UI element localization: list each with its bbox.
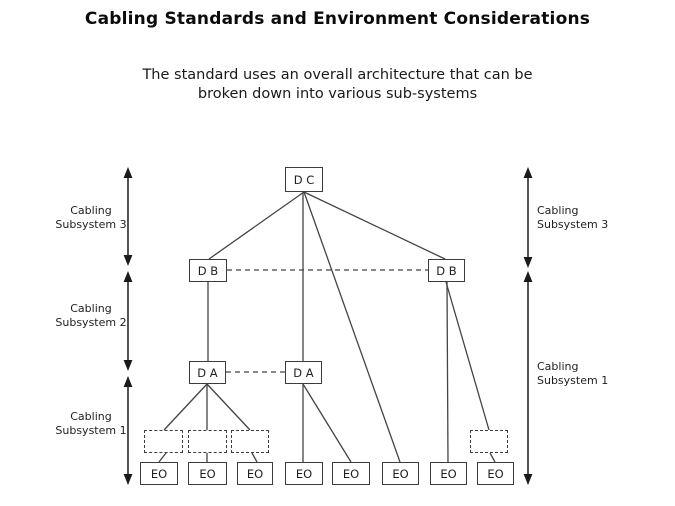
label-cabling-subsystem2-left: Cabling Subsystem 2 (44, 302, 138, 330)
link-daleft-dashed1 (163, 383, 208, 431)
dashed-box-2 (188, 430, 227, 453)
label-line: Subsystem 1 (537, 374, 609, 387)
label-line: Subsystem 3 (537, 218, 609, 231)
node-da-right: D A (285, 361, 322, 384)
node-eo-3: EO (237, 462, 273, 485)
node-dc: D C (285, 167, 323, 192)
link-daleft-dashed3 (206, 383, 251, 431)
link-dc-db-left (208, 191, 305, 260)
dashed-box-1 (144, 430, 183, 453)
dashed-box-4 (470, 430, 508, 453)
subsystem3-arrow-left (123, 167, 133, 266)
subsystem1-arrow-right (523, 271, 533, 485)
node-eo-8: EO (477, 462, 514, 485)
connector-lines (158, 191, 496, 463)
label-cabling-subsystem3-right: Cabling Subsystem 3 (537, 204, 637, 232)
label-line: Subsystem 2 (55, 316, 127, 329)
label-cabling-subsystem1-left: Cabling Subsystem 1 (44, 410, 138, 438)
subsystem3-arrow-right (523, 167, 533, 268)
label-line: Cabling (70, 410, 112, 423)
node-db-left: D B (189, 259, 227, 282)
node-eo-5: EO (332, 462, 370, 485)
link-dc-eo6 (303, 191, 401, 463)
node-eo-1: EO (140, 462, 178, 485)
link-dc-db-right (303, 191, 446, 260)
node-db-right: D B (428, 259, 465, 282)
subsystem1-arrow-left (123, 376, 133, 485)
subtitle-line-2: broken down into various sub-systems (197, 86, 478, 102)
node-eo-6: EO (382, 462, 419, 485)
page-title: Cabling Standards and Environment Consid… (84, 9, 591, 29)
link-dashed1-eo1 (158, 452, 167, 463)
label-line: Cabling (537, 360, 579, 373)
label-cabling-subsystem3-left: Cabling Subsystem 3 (44, 204, 138, 232)
label-line: Cabling (70, 204, 112, 217)
label-cabling-subsystem1-right: Cabling Subsystem 1 (537, 360, 637, 388)
label-line: Cabling (537, 204, 579, 217)
page-subtitle: The standard uses an overall architectur… (0, 66, 675, 104)
node-eo-7: EO (430, 462, 467, 485)
link-dashed3-eo3 (251, 452, 258, 463)
node-da-left: D A (189, 361, 226, 384)
subsystem2-arrow-left (123, 271, 133, 371)
link-dbright-dashed4 (445, 281, 490, 431)
label-line: Subsystem 3 (55, 218, 127, 231)
node-eo-2: EO (188, 462, 227, 485)
link-dbright-eo7 (446, 281, 449, 463)
link-daright-eo5 (302, 383, 352, 463)
node-eo-4: EO (285, 462, 323, 485)
label-line: Cabling (70, 302, 112, 315)
subtitle-line-1: The standard uses an overall architectur… (142, 67, 533, 83)
dashed-box-3 (231, 430, 269, 453)
label-line: Subsystem 1 (55, 424, 127, 437)
link-dashed4-eo8 (489, 452, 496, 463)
